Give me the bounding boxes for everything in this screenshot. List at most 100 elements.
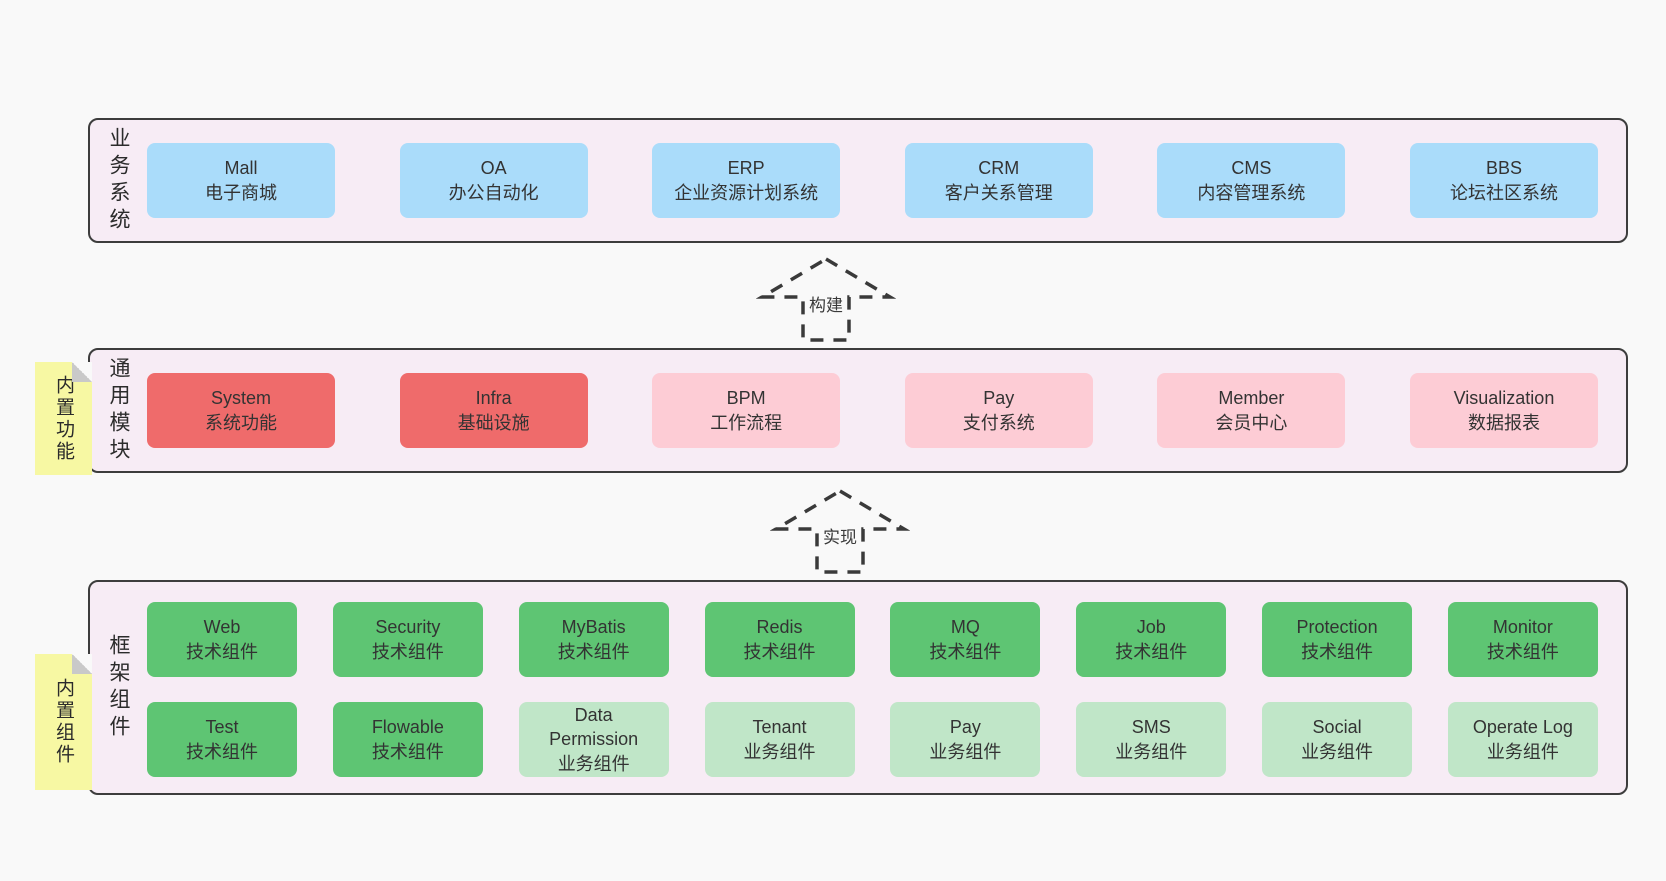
box-pay: Pay 支付系统 (904, 373, 1093, 448)
framework-components-side-label: 框架组件 (107, 633, 130, 742)
box-sms: SMS 业务组件 (1076, 702, 1227, 777)
box-title-en: Test (205, 717, 239, 738)
box-title-en: Data Permission (549, 705, 639, 750)
box-tenant: Tenant 业务组件 (704, 702, 855, 777)
box-title-en: Monitor (1492, 617, 1553, 638)
box-flowable: Flowable 技术组件 (332, 702, 483, 777)
box-title-zh: 技术组件 (186, 641, 258, 662)
business-systems-side-label: 业务系统 (107, 126, 130, 235)
box-title-en: SMS (1131, 717, 1171, 738)
box-security: Security 技术组件 (332, 602, 483, 677)
box-title-zh: 技术组件 (743, 641, 816, 662)
builtin-functions-sticky-note: 内置功能 (35, 362, 92, 475)
box-title-zh: 技术组件 (371, 641, 444, 662)
box-title-zh: 会员中心 (1215, 412, 1288, 433)
box-title-zh: 技术组件 (1486, 641, 1559, 662)
box-title-zh: 客户关系管理 (944, 182, 1053, 203)
box-visualization: Visualization 数据报表 (1409, 373, 1598, 448)
box-title-zh: 办公自动化 (448, 182, 539, 203)
box-title-zh: 技术组件 (186, 741, 258, 762)
box-mq: MQ 技术组件 (890, 602, 1041, 677)
box-title-en: System (210, 388, 271, 409)
box-title-en: MyBatis (561, 617, 626, 638)
box-title-zh: 基础设施 (457, 412, 530, 433)
box-bbs: BBS 论坛社区系统 (1409, 143, 1598, 218)
box-title-en: Web (203, 617, 241, 638)
box-title-zh: 业务组件 (1486, 741, 1559, 762)
box-title-zh: 技术组件 (371, 741, 444, 762)
box-title-zh: 技术组件 (557, 641, 630, 662)
box-title-zh: 技术组件 (1301, 641, 1374, 662)
box-title-en: Mall (224, 158, 258, 179)
box-title-zh: 业务组件 (1115, 741, 1188, 762)
box-title-en: Pay (949, 717, 981, 738)
box-protection: Protection 技术组件 (1262, 602, 1413, 677)
builtin-components-sticky-label: 内置组件 (53, 678, 74, 766)
box-title-zh: 技术组件 (929, 641, 1002, 662)
box-title-en: Security (375, 617, 441, 638)
box-operate-log: Operate Log 业务组件 (1447, 702, 1598, 777)
box-title-zh: 支付系统 (962, 412, 1035, 433)
box-title-zh: 业务组件 (929, 741, 1002, 762)
builtin-functions-sticky-label: 内置功能 (53, 374, 74, 463)
box-job: Job 技术组件 (1076, 602, 1227, 677)
box-title-zh: 业务组件 (557, 753, 630, 774)
build-arrow-up-icon: 构建 (756, 256, 896, 342)
box-test: Test 技术组件 (147, 702, 297, 777)
box-title-zh: 业务组件 (743, 741, 816, 762)
box-title-en: Member (1218, 388, 1285, 409)
box-infra: Infra 基础设施 (399, 373, 588, 448)
implement-arrow-up-icon: 实现 (770, 488, 910, 574)
box-title-en: Job (1136, 617, 1166, 638)
box-title-zh: 电子商城 (205, 182, 277, 203)
box-title-zh: 技术组件 (1115, 641, 1188, 662)
box-title-en: Protection (1296, 617, 1378, 638)
box-redis: Redis 技术组件 (704, 602, 855, 677)
box-oa: OA 办公自动化 (399, 143, 588, 218)
box-title-en: Operate Log (1472, 717, 1573, 738)
dashed-up-arrow-icon (770, 488, 910, 574)
common-modules-side-label: 通用模块 (107, 356, 130, 465)
build-arrow-label: 构建 (805, 290, 847, 317)
box-cms: CMS 内容管理系统 (1157, 143, 1346, 218)
box-title-zh: 内容管理系统 (1197, 182, 1306, 203)
box-member: Member 会员中心 (1157, 373, 1346, 448)
box-title-en: OA (480, 158, 507, 179)
builtin-components-sticky-note: 内置组件 (35, 654, 92, 790)
box-title-en: Flowable (371, 717, 444, 738)
box-title-en: Visualization (1453, 388, 1555, 409)
box-title-zh: 系统功能 (205, 412, 277, 433)
box-title-en: Redis (756, 617, 803, 638)
box-title-en: CRM (978, 158, 1020, 179)
box-mybatis: MyBatis 技术组件 (518, 602, 669, 677)
box-title-en: MQ (950, 617, 980, 638)
box-title-zh: 企业资源计划系统 (674, 182, 819, 203)
implement-arrow-label: 实现 (819, 522, 861, 549)
box-title-en: Tenant (752, 717, 807, 738)
box-web: Web 技术组件 (147, 602, 297, 677)
box-title-zh: 论坛社区系统 (1449, 182, 1558, 203)
box-title-en: CMS (1231, 158, 1272, 179)
box-title-en: Pay (983, 388, 1015, 409)
box-title-en: BPM (726, 388, 766, 409)
box-title-en: Infra (475, 388, 512, 409)
box-system: System 系统功能 (147, 373, 335, 448)
box-mall: Mall 电子商城 (147, 143, 335, 218)
box-pay: Pay 业务组件 (890, 702, 1041, 777)
box-title-en: BBS (1485, 158, 1522, 179)
box-monitor: Monitor 技术组件 (1447, 602, 1598, 677)
box-title-zh: 数据报表 (1467, 412, 1540, 433)
box-data-permission: Data Permission 业务组件 (518, 702, 669, 777)
box-title-zh: 业务组件 (1301, 741, 1374, 762)
